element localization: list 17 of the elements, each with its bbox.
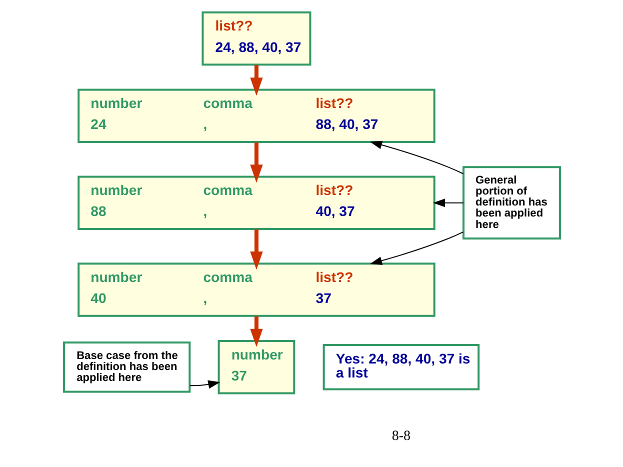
- label: 8-8: [391, 428, 410, 444]
- node-box: list?? 24, 88, 40, 37: [201, 11, 311, 66]
- arrow: [250, 142, 262, 183]
- node-box: number comma list?? 24 , 88, 40, 37: [77, 88, 435, 144]
- node-box: General portion of definition has been applied here: [462, 166, 560, 240]
- arrow: [250, 316, 262, 347]
- arrow: [432, 198, 463, 208]
- node-box: number comma list?? 88 , 40, 37: [77, 176, 435, 230]
- arrow: [189, 380, 220, 389]
- node-box: number comma list?? 40 , 37: [77, 262, 435, 317]
- node-box: number 37: [217, 340, 295, 394]
- node-box: Yes: 24, 88, 40, 37 is a list: [322, 344, 480, 390]
- node-box: Base case from the definition has been applied here: [62, 342, 190, 393]
- arrow: [369, 140, 463, 174]
- arrow: [250, 65, 262, 96]
- arrow: [250, 229, 262, 270]
- arrow: [369, 232, 463, 265]
